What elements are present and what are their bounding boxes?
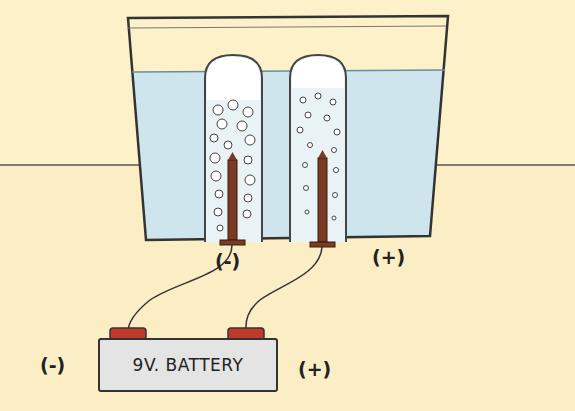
nail-electrode (318, 158, 327, 242)
gas (292, 57, 344, 88)
nail-head (220, 240, 245, 245)
wire (246, 247, 322, 332)
nail-tip (228, 152, 237, 160)
gas (207, 57, 260, 100)
water (132, 70, 445, 240)
polarity-label: (+) (372, 246, 405, 268)
battery-body: 9V. BATTERY (98, 338, 278, 392)
test-tube (205, 55, 262, 242)
battery-label: 9V. BATTERY (133, 355, 244, 375)
nail-tip (318, 150, 327, 158)
polarity-label: (-) (215, 250, 240, 272)
nail-electrode (228, 160, 237, 240)
polarity-label: (+) (298, 358, 331, 380)
water-surface (132, 70, 445, 72)
tank-rim (128, 26, 446, 28)
polarity-label: (-) (40, 354, 65, 376)
test-tube (290, 55, 346, 242)
tank-outline (128, 16, 448, 240)
nail-head (310, 242, 335, 247)
